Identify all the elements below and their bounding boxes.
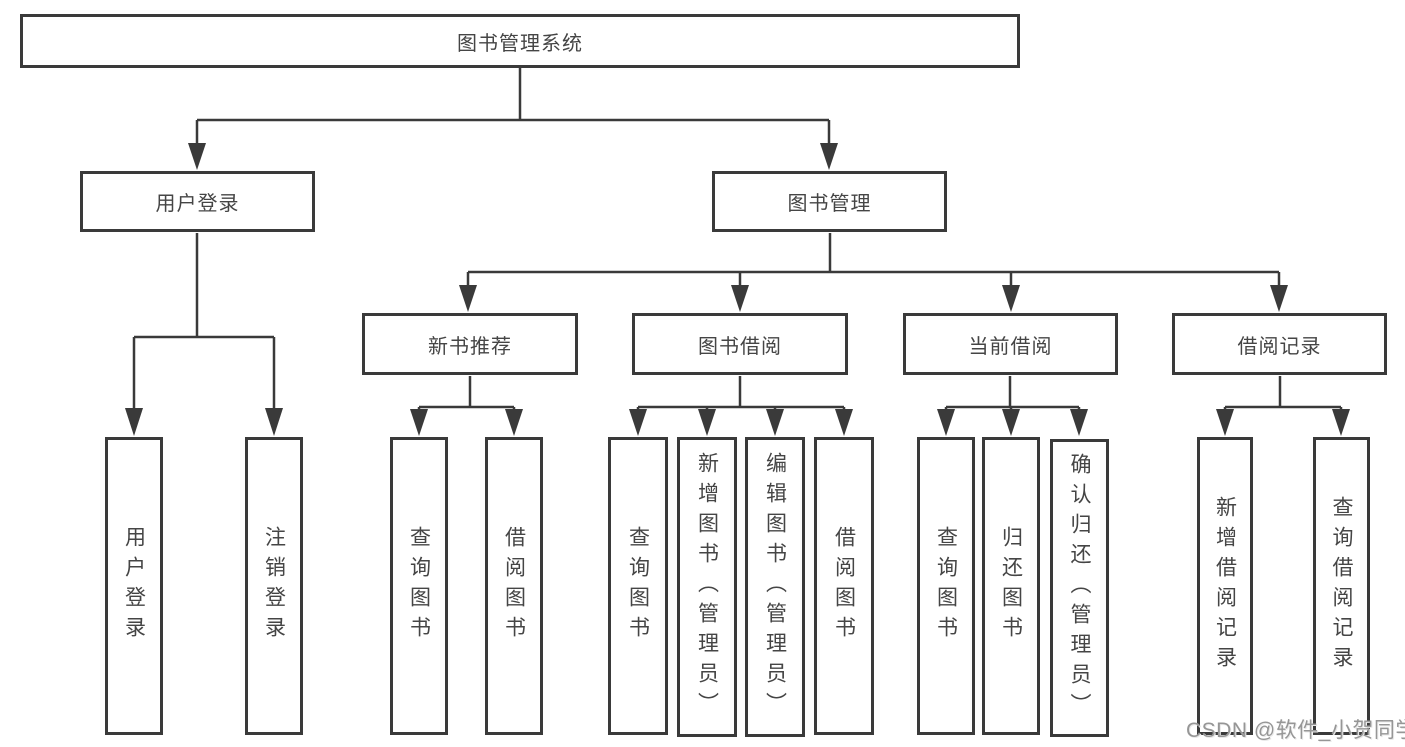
node-book-management: 图书管理: [712, 171, 947, 232]
leaf-label: 查询图书: [934, 526, 958, 646]
leaf-borrow-books-recommend: 借阅图书: [485, 437, 543, 735]
leaf-label: 借阅图书: [502, 526, 526, 646]
node-label: 当前借阅: [968, 335, 1053, 358]
node-label: 借阅记录: [1237, 335, 1322, 358]
leaf-label: 查询图书: [626, 526, 650, 646]
leaf-label: 确认归还（管理员）: [1068, 453, 1091, 723]
node-label: 图书管理: [787, 193, 872, 215]
node-label: 用户登录: [155, 193, 240, 215]
node-current-borrow: 当前借阅: [903, 313, 1118, 375]
leaf-query-books-borrow: 查询图书: [608, 437, 668, 735]
leaf-confirm-return-admin: 确认归还（管理员）: [1050, 439, 1109, 737]
leaf-label: 新增图书（管理员）: [695, 452, 719, 722]
leaf-label: 归还图书: [999, 526, 1023, 646]
leaf-borrow-books: 借阅图书: [814, 437, 874, 735]
leaf-user-login: 用户登录: [105, 437, 163, 735]
leaf-label: 查询图书: [407, 526, 431, 646]
node-label: 图书管理系统: [457, 32, 583, 55]
node-library-management-system: 图书管理系统: [20, 14, 1020, 68]
leaf-label: 新增借阅记录: [1213, 496, 1237, 676]
leaf-add-book-admin: 新增图书（管理员）: [677, 437, 737, 737]
csdn-watermark: CSDN @软件_小贺同学: [1186, 719, 1405, 742]
node-user-login: 用户登录: [80, 171, 315, 232]
node-borrow-records: 借阅记录: [1172, 313, 1387, 375]
node-book-borrow: 图书借阅: [632, 313, 848, 375]
leaf-return-book: 归还图书: [982, 437, 1040, 735]
leaf-label: 用户登录: [122, 526, 146, 646]
leaf-label: 查询借阅记录: [1330, 496, 1353, 676]
leaf-query-borrow-record: 查询借阅记录: [1313, 437, 1370, 735]
leaf-query-books-recommend: 查询图书: [390, 437, 448, 735]
node-new-book-recommend: 新书推荐: [362, 313, 578, 375]
leaf-edit-book-admin: 编辑图书（管理员）: [745, 437, 805, 737]
leaf-label: 注销登录: [262, 526, 286, 646]
leaf-logout: 注销登录: [245, 437, 303, 735]
leaf-query-books-current: 查询图书: [917, 437, 975, 735]
node-label: 新书推荐: [428, 335, 512, 358]
leaf-label: 借阅图书: [832, 526, 856, 646]
node-label: 图书借阅: [698, 335, 782, 358]
leaf-label: 编辑图书（管理员）: [763, 452, 787, 722]
leaf-add-borrow-record: 新增借阅记录: [1197, 437, 1253, 735]
